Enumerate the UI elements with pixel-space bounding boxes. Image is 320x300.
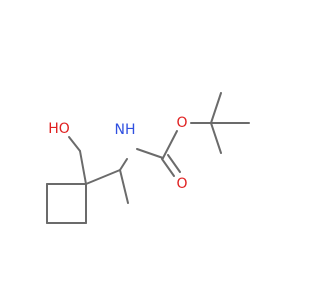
tbu-methyl-up-bond <box>210 92 222 124</box>
nh-to-carbonyl-bond <box>136 148 164 159</box>
ring-to-ch2-bond <box>79 150 87 185</box>
ester-oxygen-label: O <box>176 115 187 131</box>
ch-to-nh-bond <box>119 158 128 171</box>
ch-to-methyl-bond <box>119 169 129 204</box>
carbonyl-oxygen-label: O <box>176 176 187 192</box>
carbonyl-double-bond-b <box>167 154 181 173</box>
chemical-structure: HO NH O O <box>46 92 250 224</box>
nitrogen-label: NH <box>115 122 136 138</box>
carbonyl-double-bond-a <box>161 158 175 177</box>
tbu-methyl-down-bond <box>210 122 222 154</box>
carbonyl-to-ester-o-bond <box>162 130 178 159</box>
ch2-to-oh-bond <box>68 136 81 152</box>
hydroxyl-label: HO <box>48 121 70 137</box>
ring-to-ch-bond <box>85 169 121 185</box>
